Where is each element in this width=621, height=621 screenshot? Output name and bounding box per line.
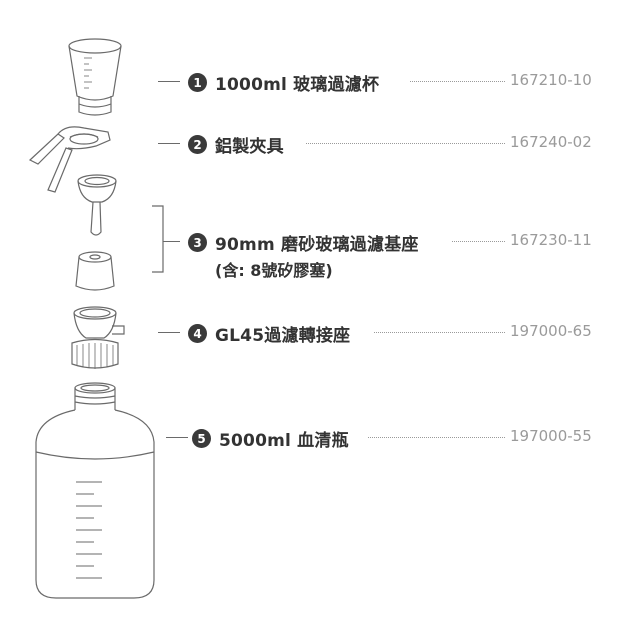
silicone-stopper-icon — [75, 251, 115, 291]
frit-base-icon — [77, 174, 117, 236]
leader-line — [158, 332, 180, 333]
leader-line — [163, 241, 180, 242]
item-name: 鋁製夾具 — [215, 137, 284, 157]
leader-line — [158, 81, 180, 82]
item-subtitle: (含: 8號矽膠塞) — [215, 261, 333, 280]
number-badge: 3 — [188, 233, 207, 252]
item-4-label: 4 GL45過濾轉接座 — [188, 321, 350, 346]
item-2-label: 2 鋁製夾具 — [188, 132, 284, 157]
item-name: 90mm 磨砂玻璃過濾基座 — [215, 235, 419, 255]
item-name: 1000ml 玻璃過濾杯 — [215, 75, 380, 95]
funnel-cup-icon — [68, 38, 122, 116]
dotted-leader — [452, 241, 505, 242]
number-badge: 4 — [188, 324, 207, 343]
leader-line — [158, 143, 180, 144]
item-code: 197000-65 — [510, 322, 592, 340]
item-1-label: 1 1000ml 玻璃過濾杯 — [188, 70, 379, 95]
dotted-leader — [306, 143, 505, 144]
number-badge: 5 — [192, 429, 211, 448]
number-badge: 1 — [188, 73, 207, 92]
item-code: 167210-10 — [510, 71, 592, 89]
dotted-leader — [410, 81, 505, 82]
item-code: 197000-55 — [510, 427, 592, 445]
number-badge: 2 — [188, 135, 207, 154]
item-code: 167240-02 — [510, 133, 592, 151]
dotted-leader — [368, 437, 505, 438]
item-name: GL45過濾轉接座 — [215, 326, 351, 346]
aluminum-clamp-icon — [28, 126, 111, 193]
gl45-adapter-icon — [71, 306, 125, 369]
item-5-label: 5 5000ml 血清瓶 — [192, 426, 349, 451]
item-code: 167230-11 — [510, 231, 592, 249]
serum-bottle-icon — [35, 382, 155, 599]
group-bracket — [152, 205, 164, 273]
leader-line — [166, 437, 188, 438]
item-3-label: 3 90mm 磨砂玻璃過濾基座 — [188, 230, 419, 255]
dotted-leader — [374, 332, 505, 333]
item-name: 5000ml 血清瓶 — [219, 431, 349, 451]
